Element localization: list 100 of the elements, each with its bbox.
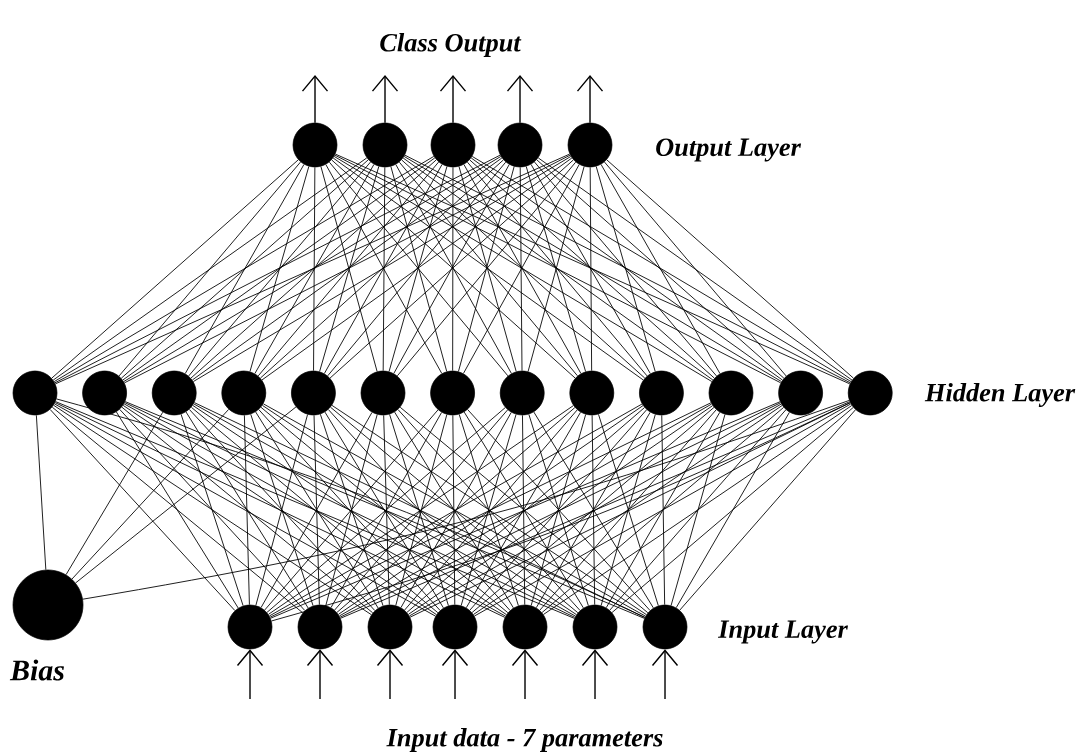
connection-line <box>121 406 374 614</box>
connection-line <box>51 159 299 379</box>
connection-line <box>260 159 504 379</box>
connection-line <box>339 403 713 617</box>
connection-line <box>536 159 785 379</box>
connection-line <box>452 414 456 606</box>
connection-line <box>402 157 714 381</box>
connection-line <box>679 409 856 611</box>
connection-line <box>543 405 853 615</box>
connection-line <box>180 413 244 607</box>
neuron-circle <box>297 604 343 650</box>
layer-label: Output Layer <box>656 138 802 162</box>
connection-line <box>333 156 713 382</box>
connection-line <box>452 166 454 372</box>
connection-line <box>257 161 440 377</box>
connection-line <box>591 414 596 606</box>
connection-line <box>383 414 390 606</box>
connection-line <box>382 166 386 372</box>
connection-line <box>120 159 369 379</box>
neuron-circle <box>497 122 543 168</box>
neuron-circle <box>430 122 476 168</box>
connection-line <box>534 161 717 377</box>
connection-line <box>530 163 651 374</box>
connection-line <box>471 155 852 382</box>
connection-line <box>193 403 576 617</box>
connection-line <box>185 411 309 609</box>
node-caption: Bias <box>9 659 64 681</box>
connection-line <box>53 155 435 383</box>
neuron-circle <box>778 370 823 416</box>
neuron-circle <box>639 370 684 416</box>
connection-line <box>261 157 573 381</box>
connection-line <box>474 403 852 617</box>
connection-line <box>319 413 384 607</box>
connection-line <box>123 156 502 382</box>
connection-line <box>184 164 305 374</box>
connection-line <box>82 400 850 600</box>
title: Class Output <box>380 33 522 57</box>
connection-line <box>71 408 230 580</box>
neuron-circle <box>82 370 127 416</box>
connection-line <box>191 157 503 381</box>
connection-line <box>123 403 506 617</box>
connection-line <box>249 166 310 372</box>
connection-line <box>609 409 787 611</box>
connection-line <box>595 166 656 372</box>
connection-line <box>539 409 717 611</box>
neuron-circle <box>360 370 406 416</box>
connection-line <box>35 414 47 571</box>
connection-line <box>65 411 164 576</box>
connection-line <box>122 157 436 381</box>
connection-line <box>119 409 306 611</box>
neuron-circle <box>502 604 548 650</box>
connection-line <box>49 409 236 611</box>
connection-line <box>600 164 721 374</box>
neuron-circle <box>227 604 273 650</box>
connection-line <box>122 404 437 616</box>
connection-line <box>332 157 644 381</box>
neuron-circle <box>572 604 618 650</box>
connection-line <box>190 159 437 379</box>
connection-line <box>313 166 316 372</box>
connection-line <box>313 414 320 606</box>
neuron-circle <box>362 122 408 168</box>
connection-line <box>188 161 371 377</box>
connection-line <box>469 159 715 379</box>
connection-line <box>192 404 507 616</box>
connection-line <box>192 156 572 382</box>
connection-line <box>466 161 648 377</box>
neuron-circle <box>291 370 336 416</box>
connection-line <box>605 411 721 609</box>
connection-line <box>401 159 646 379</box>
connection-line <box>473 405 783 615</box>
neuron-circle <box>12 569 84 641</box>
connection-line <box>243 414 250 606</box>
connection-line <box>471 407 715 613</box>
connection-line <box>661 414 666 606</box>
connection-line <box>254 163 375 374</box>
connection-line <box>118 161 301 377</box>
connection-line <box>470 157 783 381</box>
connection-line <box>250 413 314 607</box>
connection-line <box>408 405 714 615</box>
connection-line <box>115 411 239 609</box>
neuron-circle <box>292 122 338 168</box>
connection-line <box>589 166 593 372</box>
connection-line <box>190 406 439 614</box>
connection-line <box>537 157 853 381</box>
connection-line <box>519 166 523 372</box>
neuron-circle <box>569 370 615 416</box>
neuron-circle <box>151 370 197 416</box>
connection-line <box>611 407 854 613</box>
connection-line <box>188 409 376 611</box>
connection-line <box>53 404 372 616</box>
connection-line <box>675 411 790 609</box>
connection-line <box>54 403 436 617</box>
neuron-circle <box>847 370 893 416</box>
connection-line <box>604 161 787 377</box>
connection-line <box>409 403 782 617</box>
connection-line <box>670 414 726 606</box>
neuron-circle <box>12 370 58 416</box>
neuron-circle <box>430 370 475 416</box>
neuron-circle <box>499 370 545 416</box>
connection-line <box>75 406 297 584</box>
